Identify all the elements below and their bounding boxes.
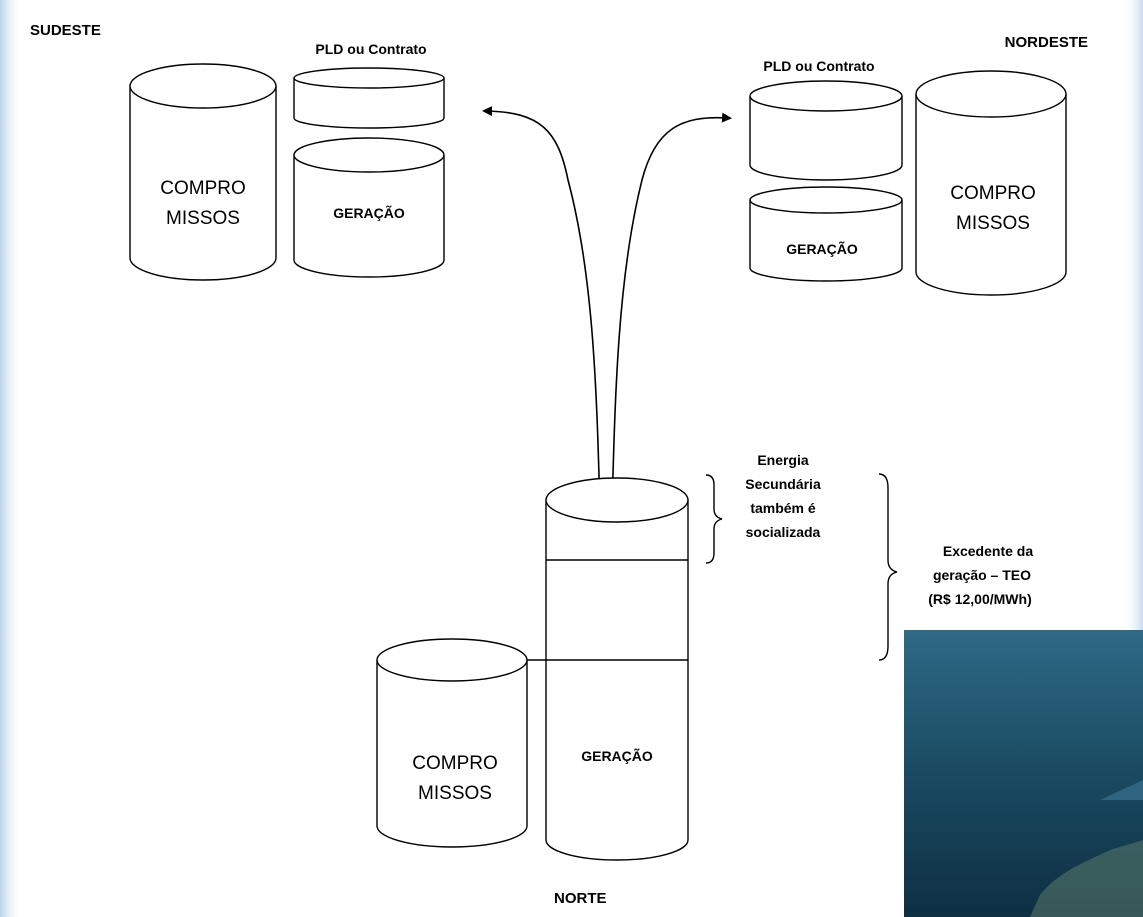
- sudeste-pld-cylinder: [293, 67, 445, 129]
- secundaria-annotation: Energia Secundária também é socializada: [745, 452, 821, 540]
- excedente-line1: Excedente da: [943, 543, 1033, 559]
- excedente-brace: [878, 473, 898, 661]
- nordeste-compromissos-line1: COMPRO: [950, 183, 1036, 204]
- norte-geracao-label: GERAÇÃO: [581, 747, 653, 764]
- sudeste-geracao-label: GERAÇÃO: [333, 204, 405, 221]
- norte-compromissos-cylinder: [376, 638, 528, 848]
- excedente-annotation: Excedente da geração – TEO (R$ 12,00/MWh…: [928, 543, 1033, 607]
- norte-compromissos-line2: MISSOS: [418, 783, 492, 804]
- nordeste-pld-label: PLD ou Contrato: [763, 58, 874, 74]
- secundaria-line4: socializada: [746, 524, 821, 540]
- secundaria-line3: também é: [750, 500, 816, 516]
- nordeste-compromissos-cylinder: [915, 70, 1067, 296]
- sudeste-compromissos-line2: MISSOS: [166, 208, 240, 229]
- secundaria-line2: Secundária: [745, 476, 821, 492]
- norte-geracao-cylinder: [545, 477, 689, 861]
- right-edge-tint: [1123, 0, 1143, 630]
- nordeste-geracao-cylinder: [749, 186, 903, 282]
- nordeste-pld-cylinder: [749, 80, 903, 181]
- region-label-sudeste: SUDESTE: [30, 22, 101, 39]
- norte-compromissos-line1: COMPRO: [412, 753, 498, 774]
- nordeste-compromissos-line2: MISSOS: [956, 213, 1030, 234]
- excedente-line3: (R$ 12,00/MWh): [928, 591, 1031, 607]
- sudeste-compromissos-cylinder: [129, 63, 277, 281]
- region-label-norte: NORTE: [554, 890, 607, 907]
- sudeste-geracao-cylinder: [293, 137, 445, 278]
- secundaria-brace: [705, 474, 723, 564]
- corner-photo: [904, 630, 1143, 917]
- left-edge-tint: [0, 0, 22, 917]
- secundaria-line1: Energia: [757, 452, 809, 468]
- excedente-line2: geração – TEO: [933, 567, 1031, 583]
- sudeste-pld-label: PLD ou Contrato: [315, 41, 426, 57]
- nordeste-geracao-label: GERAÇÃO: [786, 240, 858, 257]
- region-label-nordeste: NORDESTE: [1005, 34, 1088, 51]
- sudeste-compromissos-line1: COMPRO: [160, 178, 246, 199]
